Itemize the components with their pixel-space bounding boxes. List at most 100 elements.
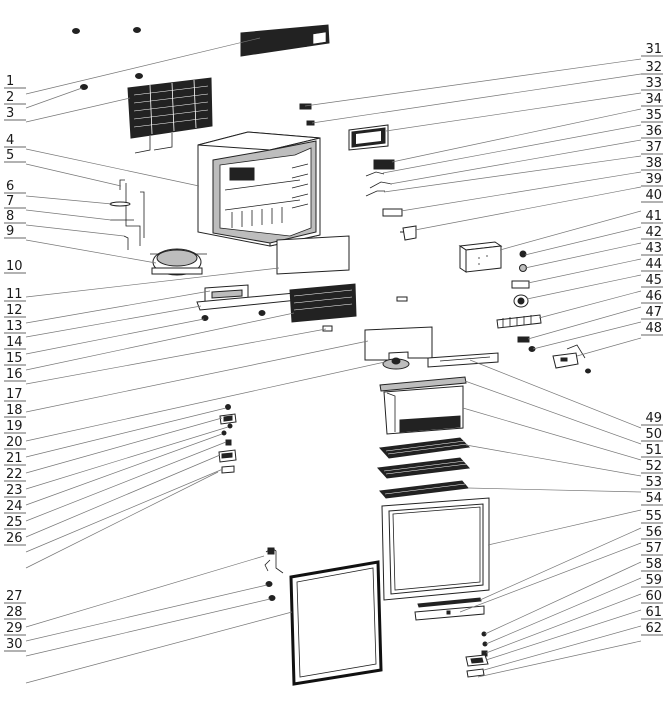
- tube-parts: [109, 179, 145, 250]
- screw-part: [481, 631, 487, 637]
- leader-line: [25, 426, 229, 490]
- leader-line: [477, 640, 642, 678]
- callout-11: 11: [4, 287, 26, 302]
- callout-37: 37: [641, 140, 663, 155]
- callout-50: 50: [641, 427, 663, 442]
- screw-part: [72, 28, 80, 34]
- callout-21: 21: [4, 451, 26, 466]
- callout-40: 40: [641, 188, 663, 203]
- callout-number: 12: [6, 303, 23, 318]
- callout-52: 52: [641, 459, 663, 474]
- callout-15: 15: [4, 351, 26, 366]
- callout-60: 60: [641, 589, 663, 604]
- leader-line: [25, 584, 268, 642]
- callout-number: 52: [645, 459, 662, 474]
- callout-27: 27: [4, 589, 26, 604]
- callout-31: 31: [641, 42, 663, 57]
- glass-door-part: [381, 497, 490, 601]
- callout-number: 42: [645, 225, 662, 240]
- leader-line: [25, 471, 219, 569]
- callout-number: 37: [645, 140, 662, 155]
- callout-42: 42: [641, 225, 663, 240]
- leader-line: [459, 542, 642, 613]
- callout-number: 4: [6, 133, 14, 148]
- hinge-part-24: [218, 449, 237, 463]
- leader-line: [527, 306, 642, 340]
- callout-number: 41: [645, 209, 662, 224]
- leader-line: [385, 92, 642, 132]
- callout-number: 32: [645, 60, 662, 75]
- control-box-part: [458, 241, 503, 273]
- callout-43: 43: [641, 241, 663, 256]
- callout-30: 30: [4, 637, 26, 652]
- callout-41: 41: [641, 209, 663, 224]
- callout-number: 46: [645, 289, 662, 304]
- callout-number: 31: [645, 42, 662, 57]
- leader-line: [524, 242, 642, 269]
- callout-46: 46: [641, 289, 663, 304]
- callout-1: 1: [4, 74, 26, 89]
- leader-line: [25, 328, 327, 385]
- callout-number: 57: [645, 541, 662, 556]
- leader-line: [25, 209, 112, 221]
- callout-number: 1: [6, 74, 14, 89]
- leader-line: [382, 124, 642, 174]
- callout-number: 2: [6, 90, 14, 105]
- clip-part-46: [517, 336, 530, 343]
- callout-number: 20: [6, 435, 23, 450]
- screw-part: [265, 581, 273, 587]
- leader-line: [25, 163, 122, 187]
- light-part: [511, 280, 530, 289]
- callout-number: 22: [6, 467, 23, 482]
- leader-line: [532, 321, 642, 350]
- callout-number: 47: [645, 305, 662, 320]
- screw-part: [221, 430, 227, 436]
- callout-number: 5: [6, 148, 14, 163]
- callout-49: 49: [641, 411, 663, 426]
- callout-12: 12: [4, 303, 26, 318]
- leader-line: [465, 444, 642, 477]
- leader-line: [526, 274, 642, 300]
- callout-number: 8: [6, 209, 14, 224]
- callout-number: 36: [645, 124, 662, 139]
- wire-shelf-part: [378, 437, 471, 459]
- callout-number: 61: [645, 605, 662, 620]
- callout-20: 20: [4, 435, 26, 450]
- leader-line: [25, 433, 223, 506]
- lock-assembly-part: [264, 547, 284, 574]
- screw-part: [80, 84, 88, 90]
- leader-line: [576, 337, 642, 357]
- callout-8: 8: [4, 209, 26, 224]
- callout-33: 33: [641, 76, 663, 91]
- callout-6: 6: [4, 179, 26, 194]
- pin-part: [225, 439, 232, 446]
- leader-line: [25, 87, 83, 109]
- screw-part-47: [528, 346, 536, 352]
- callout-number: 9: [6, 224, 14, 239]
- callout-number: 56: [645, 525, 662, 540]
- top-rail-part: [427, 352, 499, 368]
- bracket-part: [552, 344, 586, 369]
- callout-47: 47: [641, 305, 663, 320]
- leader-line: [25, 468, 224, 553]
- handle-part: [414, 597, 485, 621]
- callout-number: 16: [6, 367, 23, 382]
- callout-number: 19: [6, 419, 23, 434]
- rear-vent-grille-part: [240, 24, 330, 57]
- callout-number: 29: [6, 621, 23, 636]
- leader-line: [25, 611, 293, 684]
- callout-number: 26: [6, 531, 23, 546]
- callout-number: 48: [645, 321, 662, 336]
- hinge-cover-part: [221, 465, 235, 474]
- callout-number: 58: [645, 557, 662, 572]
- callout-number: 38: [645, 156, 662, 171]
- callouts-left: 1234567891011121314151617181920212223242…: [4, 74, 26, 652]
- callout-7: 7: [4, 194, 26, 209]
- duct-plate-part: [364, 326, 433, 361]
- leader-line: [524, 226, 642, 256]
- crisper-cover-part: [379, 376, 467, 435]
- fan-part: [382, 357, 410, 370]
- screw-part: [268, 595, 276, 601]
- clip-part: [400, 225, 417, 241]
